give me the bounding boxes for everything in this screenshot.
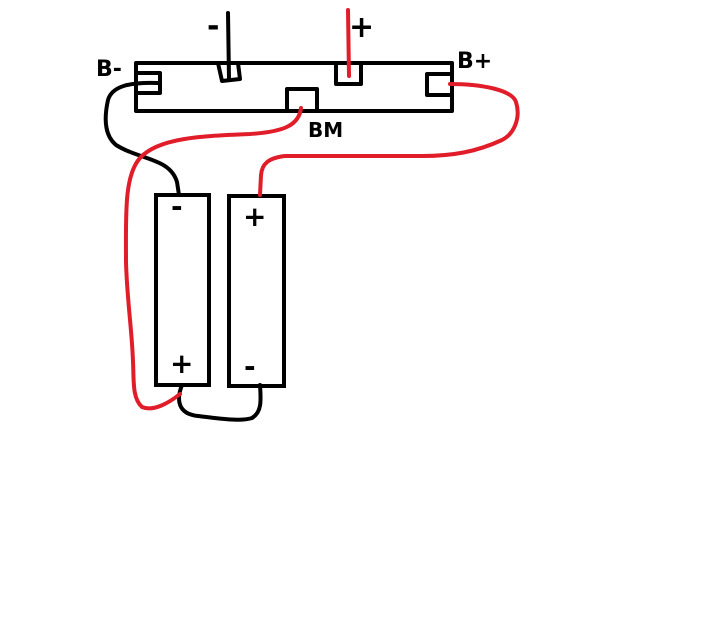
wire-b-minus-to-cell1-negative	[103, 80, 181, 197]
bms-board	[134, 61, 454, 113]
label-output-positive: +	[349, 10, 374, 45]
label-cell1-bottom: +	[170, 347, 193, 380]
labels: - + B- B+ BM - + + -	[96, 9, 492, 383]
label-cell2-bottom: -	[244, 350, 256, 383]
label-cell2-top: +	[243, 200, 266, 233]
bms-pad-p-minus	[216, 62, 242, 83]
wire-bm-to-cell1-positive	[123, 106, 303, 411]
red-wires	[123, 8, 520, 411]
wire-series-link	[177, 383, 263, 422]
battery-cell-2	[227, 194, 286, 388]
label-bms-bm: BM	[308, 118, 343, 142]
label-output-negative: -	[207, 9, 219, 44]
wire-b-plus-to-cell2-positive	[258, 82, 520, 197]
bms-pad-p-plus	[334, 63, 363, 86]
label-bms-b-plus: B+	[457, 49, 492, 74]
black-wires	[103, 11, 263, 422]
wire-output-positive	[346, 8, 351, 78]
wire-output-negative	[226, 11, 231, 81]
bms-board-outline	[134, 61, 454, 113]
label-cell1-top: -	[171, 190, 183, 223]
bms-pad-bm	[285, 87, 319, 111]
label-bms-b-minus: B-	[96, 57, 122, 82]
bms-pad-b-plus	[425, 72, 452, 97]
